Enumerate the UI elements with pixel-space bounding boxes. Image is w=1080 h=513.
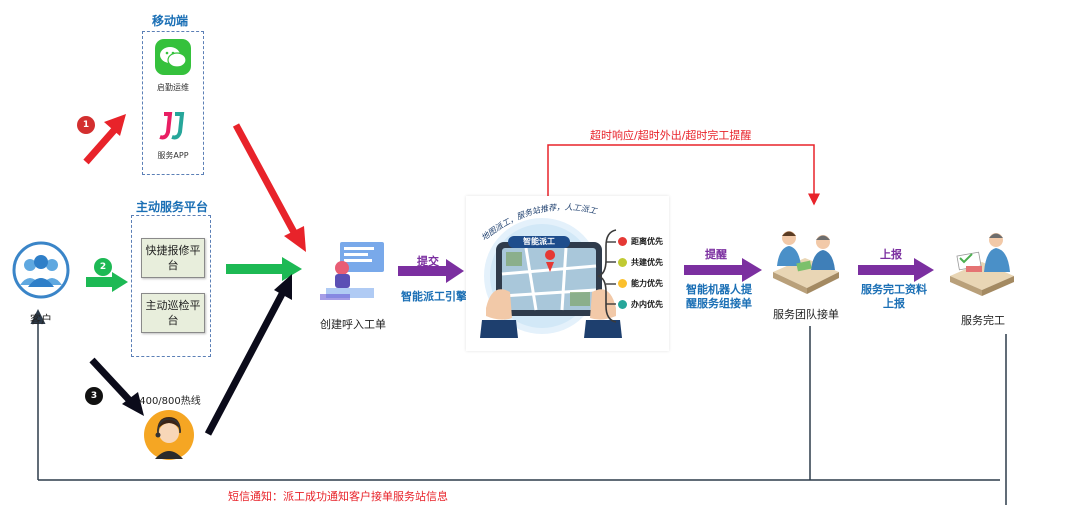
arrow-hotline-to-order <box>204 274 292 436</box>
remind-label: 提醒 <box>705 248 727 261</box>
customer-group-icon <box>12 241 70 299</box>
dispatch-priority-legend: 距离优先共建优先能力优先办内优先 <box>618 236 663 310</box>
timeout-connector <box>547 144 820 206</box>
priority-legend-item: 办内优先 <box>618 299 663 310</box>
platform-box <box>131 215 211 357</box>
smart-dispatch-panel[interactable]: 地图派工，服务站推荐，人工派工 智能派工 距离优先共建优先能力优先办内优先 <box>466 196 669 351</box>
service-app[interactable]: 服务APP <box>153 108 193 161</box>
mobile-box: 启勤运维 服务APP <box>142 31 204 175</box>
wechat-app[interactable]: 启勤运维 <box>153 38 193 93</box>
priority-dot-icon <box>618 300 627 309</box>
step-one-badge: 1 <box>77 116 95 134</box>
wechat-icon <box>155 39 191 75</box>
arrow-remind <box>684 258 762 282</box>
arrow-to-platform <box>86 272 128 292</box>
priority-dot-icon <box>618 258 627 267</box>
robot-remind-line2: 醒服务组接单 <box>686 297 752 310</box>
operator-avatar-icon <box>144 410 194 460</box>
step-three-badge: 3 <box>85 387 103 405</box>
service-complete-label: 服务完工 <box>961 314 1005 327</box>
service-complete-node[interactable]: 服务完工 <box>946 228 1020 328</box>
quick-report-button[interactable]: 快捷报修平台 <box>141 238 205 278</box>
arrow-platform-to-order <box>226 257 302 281</box>
dispatch-map-illustration: 地图派工，服务站推荐，人工派工 <box>480 203 622 338</box>
priority-label: 办内优先 <box>631 300 663 309</box>
arrow-to-hotline <box>89 357 144 416</box>
robot-remind-line1: 智能机器人提 <box>686 283 752 296</box>
report-caption-line1: 服务完工资料 <box>861 283 927 296</box>
priority-legend-item: 共建优先 <box>618 257 663 268</box>
dispatch-engine-label: 智能派工引擎 <box>401 290 467 303</box>
priority-legend-item: 能力优先 <box>618 278 663 289</box>
sms-notice-label: 短信通知：派工成功通知客户接单服务站信息 <box>228 490 448 503</box>
submit-label: 提交 <box>417 255 439 268</box>
service-app-label: 服务APP <box>157 151 189 160</box>
arrow-submit <box>398 259 464 283</box>
report-label: 上报 <box>880 248 902 261</box>
hotline-node[interactable] <box>143 409 195 465</box>
priority-label: 共建优先 <box>631 258 663 267</box>
step-two-badge: 2 <box>94 258 112 276</box>
service-team-node[interactable]: 服务团队接单 <box>767 222 845 322</box>
create-order-node[interactable]: 创建呼入工单 <box>318 238 390 332</box>
arrow-mobile-to-order <box>232 123 306 252</box>
sms-feedback-line <box>30 309 1007 505</box>
hotline-label: 400/800热线 <box>139 396 201 407</box>
patrol-button[interactable]: 主动巡检平台 <box>141 293 205 333</box>
service-complete-icon <box>950 233 1014 296</box>
customer-label: 客户 <box>30 313 52 326</box>
timeout-reminder-label: 超时响应/超时外出/超时完工提醒 <box>590 129 752 142</box>
priority-label: 距离优先 <box>631 237 663 246</box>
arrow-report <box>858 258 934 282</box>
priority-dot-icon <box>618 237 627 246</box>
report-caption: 服务完工资料 上报 <box>856 283 932 311</box>
arrow-to-mobile <box>83 114 126 165</box>
priority-label: 能力优先 <box>631 279 663 288</box>
platform-title: 主动服务平台 <box>136 200 209 214</box>
service-app-icon <box>155 109 191 143</box>
wechat-label: 启勤运维 <box>157 83 189 92</box>
service-team-icon <box>773 231 839 294</box>
priority-legend-item: 距离优先 <box>618 236 663 247</box>
create-order-icon <box>320 242 384 300</box>
robot-remind-caption: 智能机器人提 醒服务组接单 <box>682 283 756 311</box>
priority-dot-icon <box>618 279 627 288</box>
customer-node[interactable]: 客户 <box>12 241 72 327</box>
create-order-label: 创建呼入工单 <box>320 318 386 331</box>
mobile-title: 移动端 <box>152 14 189 28</box>
service-team-label: 服务团队接单 <box>773 308 839 321</box>
dispatch-banner: 智能派工 <box>523 237 555 246</box>
report-caption-line2: 上报 <box>883 297 905 310</box>
